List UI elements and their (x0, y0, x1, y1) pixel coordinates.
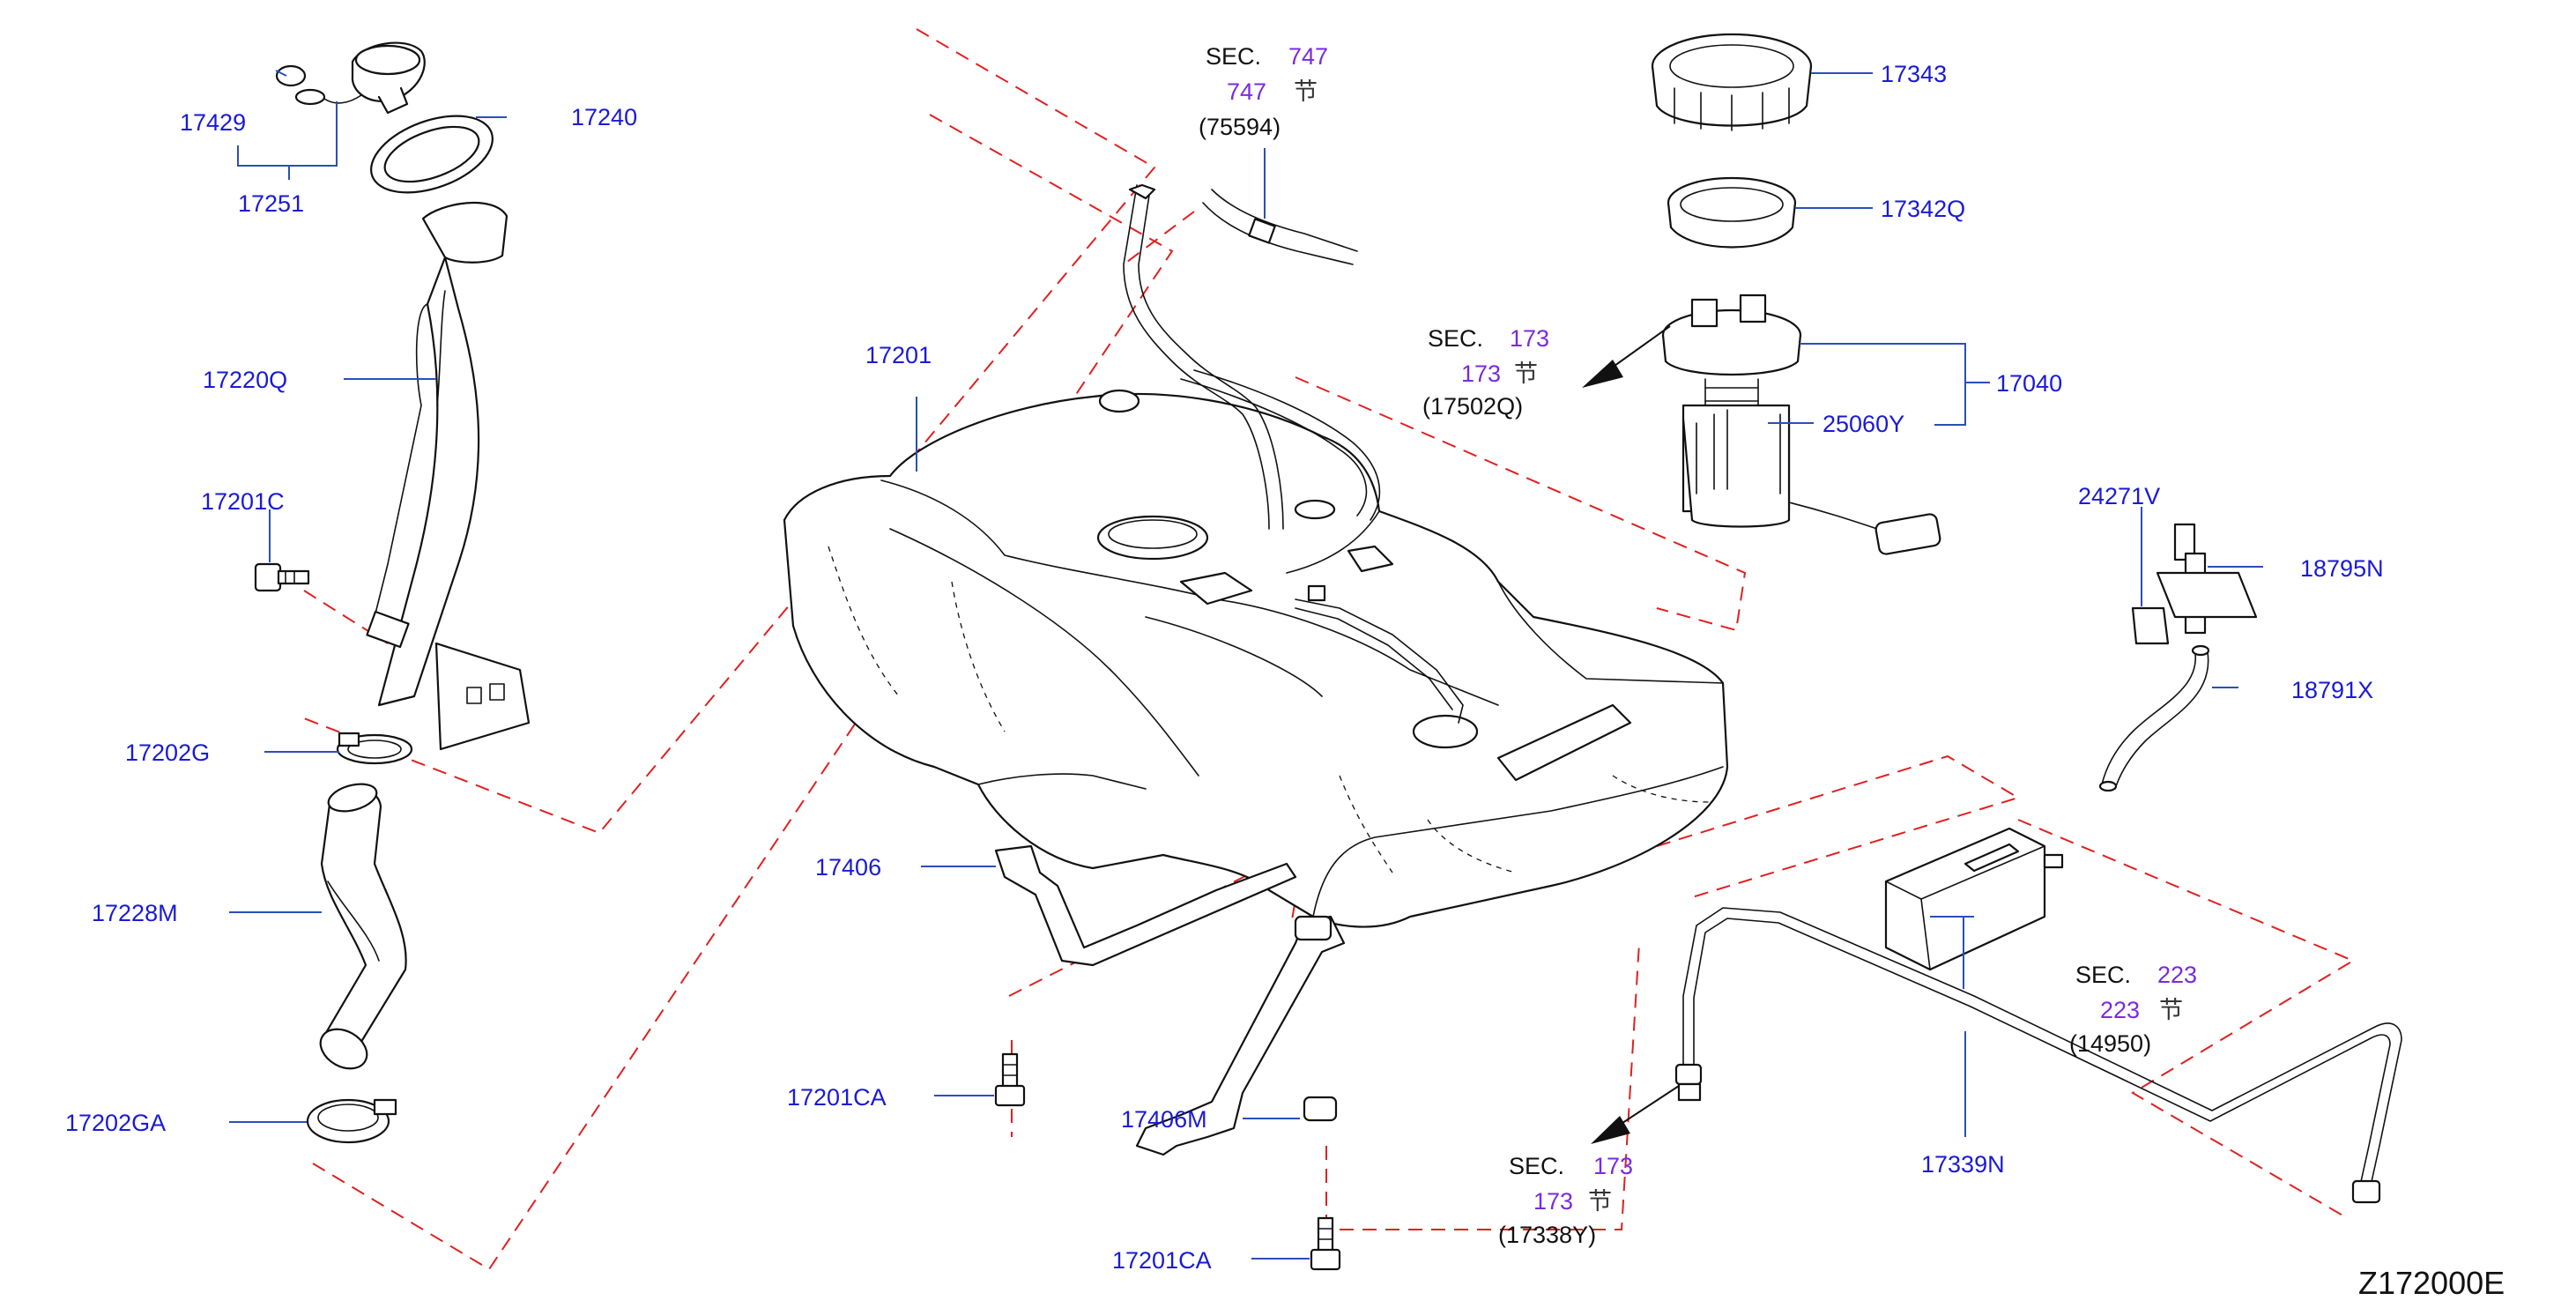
vent-control-18795n (2131, 523, 2258, 645)
sec173b-sub-char: 节 (1588, 1188, 1612, 1215)
sec173a-word: SEC. (1428, 325, 1483, 352)
part-labels: 17429 17251 17240 17220Q 17201C 17202G 1… (65, 61, 2384, 1274)
label-17201ca-2: 17201CA (1112, 1247, 1212, 1274)
label-17201c: 17201C (201, 488, 285, 515)
section-ref-173-upper: SEC. 173 173 节 (17502Q) (1422, 325, 1549, 420)
label-17202g: 17202G (125, 739, 210, 766)
label-17343: 17343 (1881, 61, 1947, 87)
sec223-sub-char: 节 (2159, 997, 2183, 1024)
evap-canister (1884, 827, 2064, 971)
hose-17228m (319, 783, 407, 1070)
arrow-sec173-upper (1582, 325, 1671, 388)
diagram-code: Z172000E (2358, 1265, 2505, 1301)
bolt-17201ca-2 (1310, 1216, 1341, 1271)
fuel-line-17339n (1674, 907, 2402, 1204)
sec173b-num: 173 (1593, 1153, 1633, 1179)
label-18791x: 18791X (2291, 677, 2373, 703)
label-17220q: 17220Q (203, 367, 287, 393)
sec747-sub-num: 747 (1227, 78, 1266, 105)
fuel-tank (783, 389, 1729, 928)
label-17201: 17201 (865, 342, 932, 368)
label-17251: 17251 (238, 190, 304, 217)
sec173a-sub-char: 节 (1514, 360, 1538, 388)
label-24271v: 24271V (2078, 483, 2160, 509)
label-17339n: 17339N (1921, 1151, 2005, 1178)
section-ref-173-lower: SEC. 173 173 节 (17338Y) (1498, 1153, 1633, 1248)
sec747-sub-char: 节 (1294, 78, 1318, 106)
connector-sec173-lower (1677, 1082, 1702, 1102)
strap-17406 (994, 844, 1297, 967)
arrow-sec173-lower (1591, 1085, 1680, 1144)
label-17201ca-1: 17201CA (787, 1084, 887, 1111)
bolt-17201ca-1 (994, 1052, 1026, 1107)
sec223-word: SEC. (2075, 962, 2131, 988)
clamp-17202g (336, 732, 413, 765)
label-17406m: 17406M (1121, 1106, 1207, 1133)
bolt-17201c (254, 562, 310, 592)
sec173b-ref: (17338Y) (1498, 1222, 1596, 1248)
tank-vent-tubes (1123, 183, 1464, 724)
sec173a-ref: (17502Q) (1422, 393, 1523, 420)
hose-18791x (2098, 644, 2210, 792)
sec747-word: SEC. (1206, 43, 1261, 70)
section-ref-747: SEC. 747 747 节 (75594) (1199, 43, 1328, 140)
sec173a-num: 173 (1510, 325, 1549, 352)
sec173b-word: SEC. (1509, 1153, 1564, 1179)
sec223-ref: (14950) (2069, 1030, 2151, 1057)
label-17240: 17240 (571, 104, 637, 130)
label-17406: 17406 (815, 854, 881, 881)
tether-bracket-lines (237, 101, 338, 180)
leader-lines (229, 70, 2263, 1260)
label-18795n: 18795N (2300, 555, 2384, 582)
label-25060y: 25060Y (1823, 411, 1904, 437)
sec747-ref: (75594) (1199, 114, 1281, 140)
label-17342q: 17342Q (1881, 196, 1965, 222)
label-17228m: 17228M (92, 900, 178, 926)
section-ref-223: SEC. 223 223 节 (14950) (2069, 962, 2197, 1057)
fuel-pump-module (1661, 294, 1941, 555)
strap-17406m (1135, 915, 1346, 1156)
sec173a-sub-num: 173 (1461, 360, 1501, 387)
sec173b-sub-num: 173 (1533, 1188, 1573, 1215)
lock-ring-17343 (1651, 33, 1813, 131)
filler-cap-assembly (275, 41, 494, 194)
label-17202ga: 17202GA (65, 1110, 166, 1136)
vent-hose-sec747 (1202, 189, 1358, 265)
sec223-num: 223 (2157, 962, 2197, 988)
seal-17342q (1667, 176, 1797, 249)
filler-neck-tube (366, 201, 531, 751)
label-17429: 17429 (180, 109, 246, 136)
label-17040: 17040 (1996, 370, 2062, 397)
clamp-17202ga (306, 1098, 397, 1144)
sec223-sub-num: 223 (2100, 997, 2140, 1023)
sec747-num: 747 (1288, 43, 1328, 70)
